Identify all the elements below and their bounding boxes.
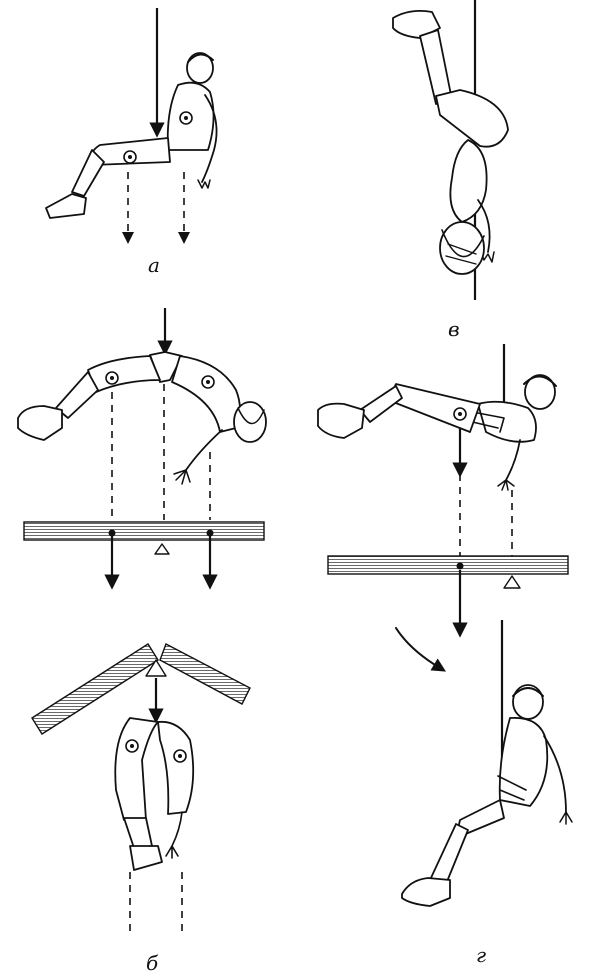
climber-figure xyxy=(317,374,557,491)
climber-boot xyxy=(401,877,451,907)
climber-torso xyxy=(171,355,241,433)
climber-figure xyxy=(114,717,195,871)
climber-thigh xyxy=(87,355,161,393)
panel-b: б xyxy=(17,308,267,975)
climber-head xyxy=(186,52,214,84)
climber-figure xyxy=(45,52,218,219)
fulcrum xyxy=(154,543,170,555)
climber-thigh xyxy=(387,383,481,433)
climber-shin xyxy=(71,149,105,197)
climber-shin xyxy=(55,371,99,419)
climber-boot xyxy=(317,402,365,439)
climber-figure xyxy=(17,351,267,485)
climber-boot xyxy=(45,193,87,219)
climber-head xyxy=(524,374,556,410)
balance-beam xyxy=(327,555,569,575)
folded-beam xyxy=(31,643,251,735)
fulcrum xyxy=(145,659,167,677)
climber-head xyxy=(233,401,267,443)
panel-g: г xyxy=(317,344,573,967)
climber-shin xyxy=(123,817,153,849)
climber-head xyxy=(512,684,544,720)
climber-shin xyxy=(359,385,403,423)
panel-label-g: г xyxy=(476,943,486,967)
climber-figure xyxy=(392,9,509,275)
panel-label-a: а xyxy=(148,253,160,277)
climber-boot xyxy=(17,405,63,441)
climber-head xyxy=(439,221,485,275)
fulcrum xyxy=(503,575,521,589)
panel-v: в xyxy=(392,0,509,341)
climber-torso xyxy=(449,139,488,223)
panel-a: а xyxy=(45,8,218,277)
climber-shin xyxy=(429,823,469,885)
climber-boot xyxy=(129,845,163,871)
climber-torso xyxy=(477,400,537,443)
climber-thigh xyxy=(157,720,195,815)
rotation-arrow xyxy=(395,627,447,672)
climber-torso xyxy=(114,717,159,821)
balance-beam xyxy=(23,521,265,541)
climber-thigh xyxy=(435,89,509,148)
climber-figure xyxy=(401,684,573,907)
panel-label-b: б xyxy=(146,951,159,975)
panel-label-v: в xyxy=(448,317,460,341)
climber-torso xyxy=(498,717,549,807)
